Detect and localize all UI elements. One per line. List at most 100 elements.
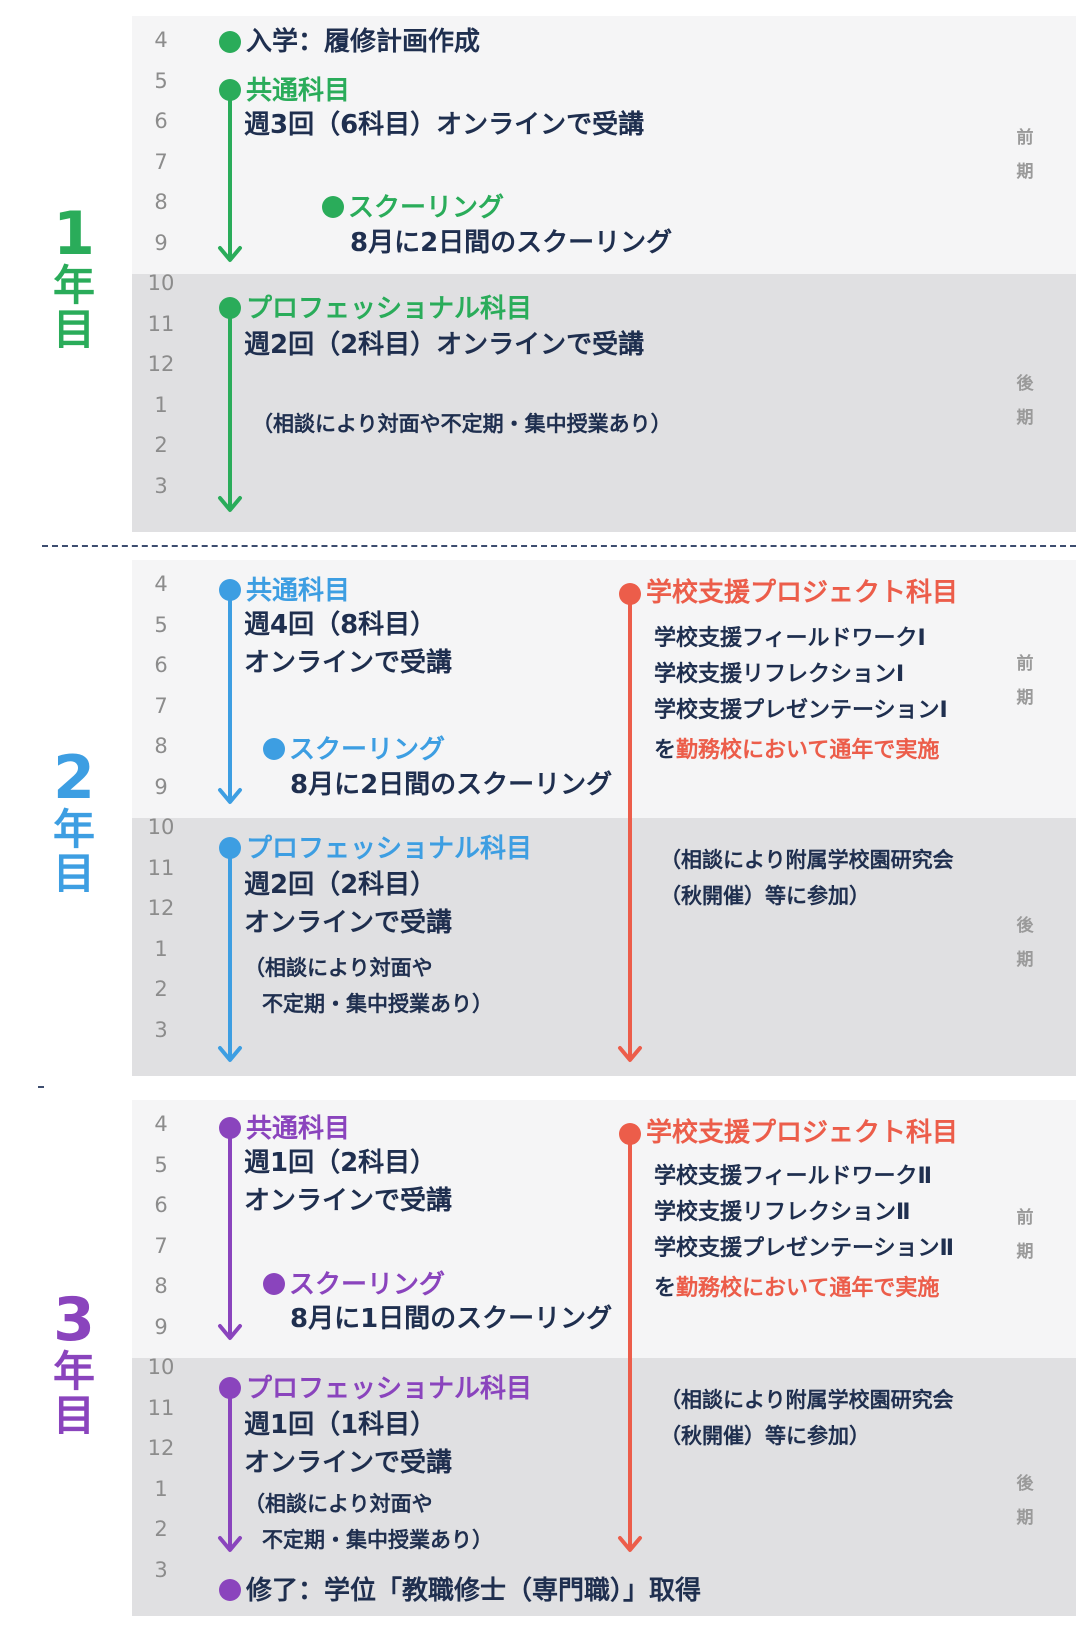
month-label: 11 <box>147 312 175 336</box>
month-label: 11 <box>147 1396 175 1420</box>
y3-first-term-label: 前期 <box>1016 1208 1034 1262</box>
y3-professional-line-1: 週1回（1科目） <box>244 1410 437 1440</box>
y1-second-term-label: 後期 <box>1016 374 1034 428</box>
month-label: 1 <box>154 1477 168 1501</box>
y1-professional-line: 週2回（2科目）オンラインで受講 <box>244 330 645 360</box>
y3-schooling-dot <box>263 1273 285 1295</box>
y3-common-arrow <box>218 1126 242 1340</box>
y3-professional-arrow <box>218 1386 242 1552</box>
divider-mark <box>38 1086 44 1088</box>
month-label: 6 <box>154 109 168 133</box>
y3-project-item-3: 学校支援プレゼンテーションⅡ <box>654 1236 955 1261</box>
y2-common-arrow <box>218 588 242 804</box>
y3-first-term-band <box>132 1100 1076 1358</box>
y3-professional-dot <box>219 1377 241 1399</box>
month-label: 2 <box>154 1517 168 1541</box>
y1-common-arrow <box>218 88 242 262</box>
y2-project-item-1: 学校支援フィールドワークⅠ <box>654 626 926 651</box>
month-label: 5 <box>154 69 168 93</box>
y3-professional-title: プロフェッショナル科目 <box>246 1374 533 1404</box>
y1-common-dot <box>219 79 241 101</box>
y2-project-dot <box>619 583 641 605</box>
y3-professional-line-2: オンラインで受講 <box>244 1448 453 1478</box>
month-label: 2 <box>154 433 168 457</box>
y2-professional-note-1: （相談により対面や <box>244 956 433 980</box>
year-2-label: 2 年 目 <box>52 743 95 898</box>
month-label: 6 <box>154 1193 168 1217</box>
y2-common-title: 共通科目 <box>246 576 351 606</box>
y3-project-title: 学校支援プロジェクト科目 <box>646 1118 959 1148</box>
month-label: 2 <box>154 977 168 1001</box>
month-label: 9 <box>154 231 168 255</box>
month-label: 12 <box>147 352 175 376</box>
y2-common-dot <box>219 579 241 601</box>
y2-common-line-1: 週4回（8科目） <box>244 610 437 640</box>
month-label: 3 <box>154 474 168 498</box>
y3-schooling-title: スクーリング <box>289 1270 446 1300</box>
y3-completion-dot <box>219 1579 241 1601</box>
y1-professional-arrow <box>218 308 242 512</box>
month-label: 7 <box>154 1234 168 1258</box>
month-label: 7 <box>154 150 168 174</box>
y2-project-arrow <box>618 592 642 1062</box>
month-label: 10 <box>147 271 175 295</box>
month-label: 4 <box>154 28 168 52</box>
y3-project-dot <box>619 1123 641 1145</box>
month-label: 10 <box>147 1355 175 1379</box>
y2-professional-line-1: 週2回（2科目） <box>244 870 437 900</box>
y1-enrollment-dot <box>219 31 241 53</box>
month-label: 12 <box>147 1436 175 1460</box>
month-label: 5 <box>154 613 168 637</box>
y1-common-line: 週3回（6科目）オンラインで受講 <box>244 110 645 140</box>
y2-common-line-2: オンラインで受講 <box>244 648 453 678</box>
y1-professional-title: プロフェッショナル科目 <box>246 294 533 324</box>
year-divider <box>42 545 1076 547</box>
y2-project-title: 学校支援プロジェクト科目 <box>646 578 959 608</box>
y2-first-term-band <box>132 560 1076 818</box>
y1-first-term-band <box>132 16 1076 274</box>
month-label: 5 <box>154 1153 168 1177</box>
y3-second-term-band <box>132 1358 1076 1616</box>
y3-project-item-2: 学校支援リフレクションⅡ <box>654 1200 911 1225</box>
y2-second-term-band <box>132 818 1076 1076</box>
y1-first-term-label: 前期 <box>1016 128 1034 182</box>
y3-completion: 修了：学位「教職修士（専門職）」取得 <box>246 1576 702 1606</box>
y1-schooling-text: 8月に2日間のスクーリング <box>350 228 673 258</box>
month-label: 9 <box>154 1315 168 1339</box>
y2-project-item-2: 学校支援リフレクションⅠ <box>654 662 905 687</box>
month-label: 8 <box>154 190 168 214</box>
y3-project-item-1: 学校支援フィールドワークⅡ <box>654 1164 933 1189</box>
y2-project-note-2: （秋開催）等に参加） <box>660 884 870 908</box>
month-label: 9 <box>154 775 168 799</box>
y2-schooling-title: スクーリング <box>289 735 446 765</box>
y2-professional-title: プロフェッショナル科目 <box>246 834 533 864</box>
y3-common-title: 共通科目 <box>246 1114 351 1144</box>
y1-schooling-title: スクーリング <box>348 193 505 223</box>
y2-project-implement-text: 勤務校において通年で実施 <box>676 738 940 763</box>
y3-project-note-1: （相談により附属学校園研究会 <box>660 1388 954 1412</box>
y1-common-title: 共通科目 <box>246 76 351 106</box>
y2-professional-dot <box>219 837 241 859</box>
y1-second-term-band <box>132 274 1076 532</box>
y3-project-arrow <box>618 1132 642 1552</box>
month-label: 7 <box>154 694 168 718</box>
y2-project-note-1: （相談により附属学校園研究会 <box>660 848 954 872</box>
month-label: 3 <box>154 1558 168 1582</box>
y2-professional-note-2: 不定期・集中授業あり） <box>262 992 493 1016</box>
month-label: 4 <box>154 1112 168 1136</box>
month-label: 3 <box>154 1018 168 1042</box>
y2-schooling-dot <box>263 738 285 760</box>
y3-professional-note-1: （相談により対面や <box>244 1492 433 1516</box>
month-label: 4 <box>154 572 168 596</box>
y2-professional-line-2: オンラインで受講 <box>244 908 453 938</box>
y1-professional-dot <box>219 297 241 319</box>
y1-enrollment: 入学：履修計画作成 <box>246 27 481 57</box>
month-label: 8 <box>154 1274 168 1298</box>
month-label: 10 <box>147 815 175 839</box>
y3-common-dot <box>219 1117 241 1139</box>
y2-professional-arrow <box>218 846 242 1062</box>
month-label: 12 <box>147 896 175 920</box>
month-label: 11 <box>147 856 175 880</box>
y3-project-note-2: （秋開催）等に参加） <box>660 1424 870 1448</box>
